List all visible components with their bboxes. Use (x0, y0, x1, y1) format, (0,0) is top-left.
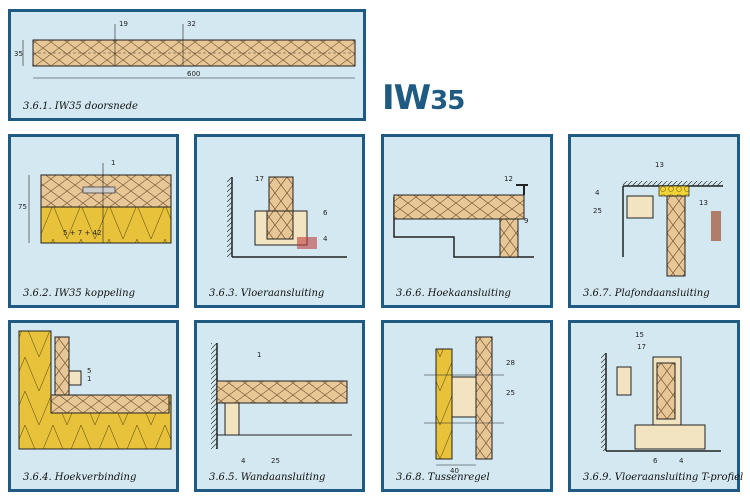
label-4: 4 (595, 189, 600, 197)
label-6: 6 (323, 209, 328, 217)
label-1: 1 (87, 375, 91, 383)
panel-iw35-koppeling: 1 75 5 + 7 + 42 3.6.2. IW35 koppeling (8, 134, 179, 308)
caption-3-6-3: 3.6.3. Vloeraansluiting (209, 288, 325, 299)
panel-hoekaansluiting: 12 9 3.6.6. Hoekaansluiting (381, 134, 553, 308)
label-1: 1 (111, 159, 115, 167)
label-25: 25 (593, 207, 602, 215)
label-40: 40 (450, 467, 459, 475)
label-1: 1 (257, 351, 261, 359)
label-13b: 13 (699, 199, 708, 207)
caption-3-6-4: 3.6.4. Hoekverbinding (23, 472, 137, 483)
label-formula: 5 + 7 + 42 (63, 229, 101, 237)
label-17: 17 (637, 343, 646, 351)
label-6: 6 (653, 457, 658, 465)
label-5: 5 (87, 367, 91, 375)
label-25: 25 (271, 457, 280, 465)
label-15: 15 (635, 331, 644, 339)
label-12: 12 (504, 175, 513, 183)
caption-3-6-1: 3.6.1. IW35 doorsnede (23, 101, 138, 112)
label-4: 4 (241, 457, 246, 465)
label-32: 32 (187, 20, 196, 28)
caption-3-6-7: 3.6.7. Plafondaansluiting (583, 288, 710, 299)
label-4: 4 (679, 457, 684, 465)
panel-vloeraansluiting: 17 6 4 3.6.3. Vloeraansluiting (194, 134, 365, 308)
label-600: 600 (187, 70, 200, 78)
label-19: 19 (119, 20, 128, 28)
diagram-tussenregel: 28 25 40 (424, 336, 515, 475)
diagram-vloeraansluiting-t-profiel: 15 17 6 4 (601, 331, 721, 465)
panel-hoekverbinding: 5 1 3.6.4. Hoekverbinding (8, 320, 179, 492)
diagram-iw35-koppeling: 1 75 5 + 7 + 42 (18, 159, 172, 244)
label-4: 4 (323, 235, 328, 243)
diagram-wandaansluiting: 1 4 25 (211, 343, 352, 465)
brand-sub: 35 (430, 86, 465, 116)
panel-iw35-doorsnede: 19 32 35 600 3.6.1. IW35 doorsnede (8, 9, 366, 121)
caption-3-6-9: 3.6.9. Vloeraansluiting T-profiel (583, 472, 744, 483)
label-75: 75 (18, 203, 27, 211)
brand-main: IW (382, 78, 431, 118)
brand-logo: IW35 (382, 78, 465, 118)
caption-3-6-6: 3.6.6. Hoekaansluiting (396, 288, 511, 299)
diagram-hoekaansluiting: 12 9 (393, 175, 534, 258)
label-17: 17 (255, 175, 264, 183)
label-25: 25 (506, 389, 515, 397)
panel-tussenregel: 28 25 40 3.6.8. Tussenregel (381, 320, 553, 492)
panel-wandaansluiting: 1 4 25 3.6.5. Wandaansluiting (194, 320, 365, 492)
label-35: 35 (14, 50, 23, 58)
caption-3-6-5: 3.6.5. Wandaansluiting (209, 472, 326, 483)
diagram-plafondaansluiting: 13 4 25 13 (593, 161, 723, 277)
caption-3-6-2: 3.6.2. IW35 koppeling (23, 288, 135, 299)
diagram-iw35-doorsnede: 19 32 35 600 (14, 20, 356, 79)
label-9: 9 (524, 217, 528, 225)
diagram-vloeraansluiting: 17 6 4 (227, 175, 347, 258)
label-13: 13 (655, 161, 664, 169)
panel-plafondaansluiting: 13 4 25 13 3.6.7. Plafondaansluiting (568, 134, 740, 308)
caption-3-6-8: 3.6.8. Tussenregel (396, 472, 490, 483)
diagram-hoekverbinding: 5 1 (18, 330, 172, 450)
panel-vloeraansluiting-t-profiel: 15 17 6 4 3.6.9. Vloeraansluiting T-prof… (568, 320, 744, 492)
label-28: 28 (506, 359, 515, 367)
